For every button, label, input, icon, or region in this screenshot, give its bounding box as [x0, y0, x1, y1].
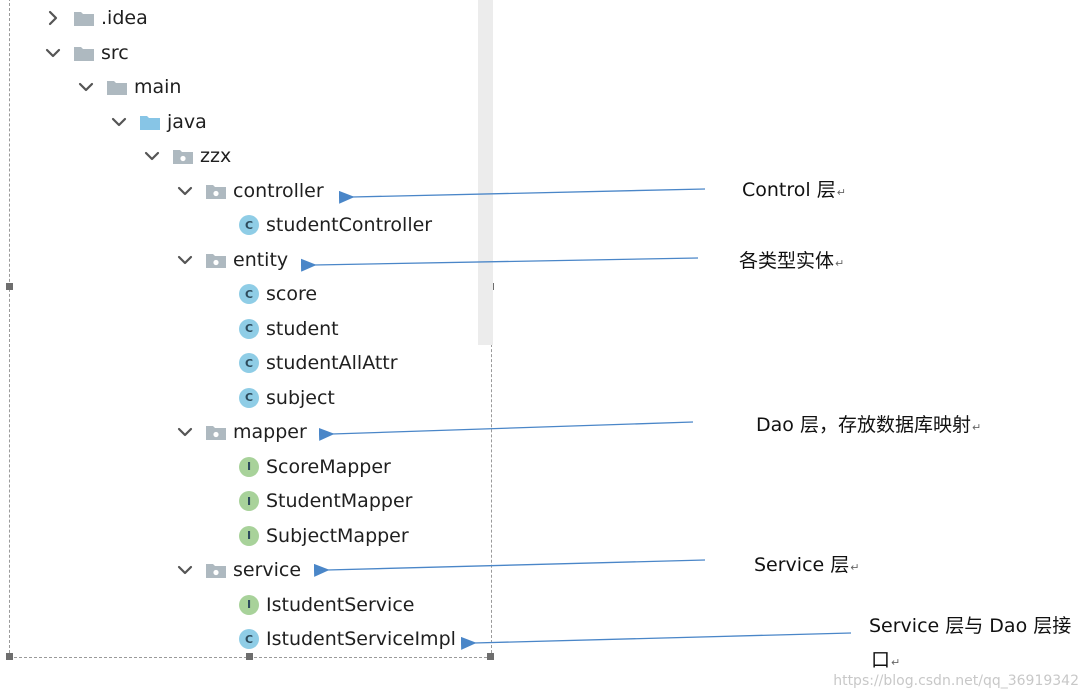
class-icon: C [238, 284, 260, 304]
interface-badge: I [239, 456, 259, 477]
watermark: https://blog.csdn.net/qq_36919342 [833, 673, 1079, 689]
arrow-service [313, 559, 706, 577]
tree-node-label: src [101, 41, 129, 64]
tree-node-subjectmapper[interactable]: I SubjectMapper [210, 521, 409, 551]
package-icon [172, 146, 194, 166]
vertical-scrollbar[interactable] [478, 0, 493, 345]
tree-node-label: student [266, 317, 339, 340]
tree-node-idea[interactable]: .idea [45, 3, 148, 33]
chevron-right-icon[interactable] [45, 10, 61, 26]
tree-node-controller[interactable]: controller [177, 176, 324, 206]
annotation-dao: Dao 层，存放数据库映射↵ [756, 414, 982, 436]
tree-node-label: IstudentService [266, 593, 415, 616]
folder-icon [73, 8, 95, 28]
package-icon [205, 250, 227, 270]
arrow-entity [300, 257, 699, 272]
chevron-down-icon[interactable] [177, 424, 193, 440]
chevron-down-icon[interactable] [144, 148, 160, 164]
class-badge: C [239, 629, 259, 649]
class-badge: C [239, 387, 259, 408]
resize-handle-bottom-left[interactable] [6, 653, 13, 660]
class-icon: C [238, 215, 260, 235]
interface-badge: I [239, 491, 259, 511]
interface-icon: I [238, 525, 260, 546]
tree-node-istudentserviceimpl[interactable]: C IstudentServiceImpl [210, 624, 456, 654]
tree-node-mapper[interactable]: mapper [177, 417, 307, 447]
tree-node-service[interactable]: service [177, 555, 301, 585]
tree-node-scoremapper[interactable]: I ScoreMapper [210, 452, 391, 482]
resize-handle-left-mid[interactable] [6, 283, 13, 290]
interface-icon: I [238, 491, 260, 511]
chevron-down-icon[interactable] [111, 114, 127, 130]
resize-handle-bottom-right[interactable] [487, 653, 494, 660]
package-icon [205, 181, 227, 201]
package-icon [205, 422, 227, 442]
tree-node-label: score [266, 283, 318, 305]
arrow-dao [318, 421, 694, 441]
class-icon: C [238, 318, 260, 339]
annotation-impl-line2: 口↵ [871, 649, 901, 671]
tree-node-label: service [233, 559, 302, 581]
class-icon: C [238, 387, 260, 408]
tree-node-label: subject [266, 386, 335, 409]
package-icon [205, 560, 227, 580]
chevron-down-icon[interactable] [177, 183, 193, 199]
tree-node-label: entity [233, 248, 289, 271]
tree-node-entity[interactable]: entity [177, 245, 288, 275]
tree-node-istudentservice[interactable]: I IstudentService [210, 590, 414, 620]
interface-icon: I [238, 456, 260, 477]
tree-node-label: IstudentServiceImpl [266, 628, 456, 650]
annotation-service: Service 层↵ [754, 554, 860, 576]
tree-node-main[interactable]: main [78, 72, 181, 102]
tree-node-src[interactable]: src [45, 38, 129, 68]
class-icon: C [238, 629, 260, 649]
class-badge: C [239, 318, 259, 339]
chevron-down-icon[interactable] [78, 79, 94, 95]
tree-node-label: controller [233, 179, 324, 202]
tree-node-label: SubjectMapper [266, 524, 409, 547]
chevron-down-icon[interactable] [177, 562, 193, 578]
class-badge: C [239, 284, 259, 304]
resize-handle-bottom-mid[interactable] [246, 653, 253, 660]
interface-badge: I [239, 525, 259, 546]
tree-node-label: java [167, 110, 207, 133]
tree-node-label: ScoreMapper [266, 455, 391, 478]
chevron-down-icon[interactable] [45, 45, 61, 61]
annotation-entity: 各类型实体↵ [739, 250, 845, 272]
chevron-down-icon[interactable] [177, 252, 193, 268]
tree-node-zzx[interactable]: zzx [144, 141, 231, 171]
class-badge: C [239, 215, 259, 235]
folder-icon [106, 77, 128, 97]
tree-node-label: main [134, 76, 182, 98]
folder-icon [73, 43, 95, 63]
tree-node-label: .idea [101, 7, 148, 29]
tree-node-label: studentAllAttr [266, 352, 398, 374]
tree-node-java[interactable]: java [111, 107, 207, 137]
tree-node-studentmapper[interactable]: I StudentMapper [210, 486, 412, 516]
annotation-control: Control 层↵ [742, 179, 846, 201]
annotation-impl-line1: Service 层与 Dao 层接 [869, 615, 1072, 637]
tree-node-label: zzx [200, 145, 232, 167]
tree-node-label: studentController [266, 214, 433, 236]
tree-node-label: mapper [233, 421, 307, 443]
class-icon: C [238, 353, 260, 373]
interface-icon: I [238, 594, 260, 615]
source-folder-icon [139, 112, 161, 132]
arrow-impl [460, 632, 852, 650]
arrow-control [338, 188, 706, 204]
tree-node-label: StudentMapper [266, 490, 413, 512]
class-badge: C [239, 353, 259, 373]
interface-badge: I [239, 594, 259, 615]
